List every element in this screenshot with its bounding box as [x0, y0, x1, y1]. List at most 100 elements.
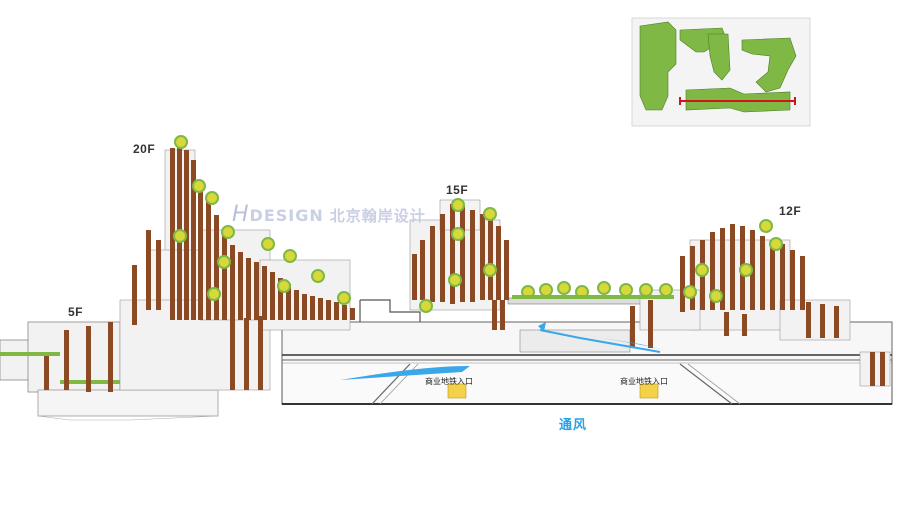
tree — [217, 255, 231, 269]
ventilation-airflow — [340, 322, 665, 380]
timber-fin — [156, 240, 161, 310]
timber-fin — [488, 220, 493, 300]
subway-entrance-door-right — [639, 383, 659, 399]
timber-fin — [720, 228, 725, 310]
timber-fin — [108, 322, 113, 392]
timber-fin — [680, 256, 685, 312]
floor-label-12f: 12F — [779, 204, 802, 218]
timber-fin — [132, 265, 137, 325]
watermark-letter: H — [232, 202, 250, 227]
timber-fin — [880, 352, 885, 386]
timber-fin — [294, 290, 299, 320]
block-5f — [0, 321, 219, 421]
tree — [221, 225, 235, 239]
subway-entrance-label-right: 商业地铁入口 — [620, 377, 668, 386]
podium-level — [281, 297, 893, 361]
timber-fin — [342, 305, 347, 320]
watermark-chinese: 北京翰岸设计 — [329, 207, 426, 225]
tree — [173, 229, 187, 243]
timber-fin — [480, 214, 485, 300]
timber-fin — [420, 240, 425, 300]
timber-fin — [470, 210, 475, 302]
tree — [277, 279, 291, 293]
timber-fin — [86, 326, 91, 392]
tree — [283, 249, 297, 263]
timber-fin — [191, 160, 196, 320]
timber-fin — [318, 298, 323, 320]
tree — [639, 283, 653, 297]
timber-fin — [222, 235, 227, 320]
timber-fin — [230, 320, 235, 390]
timber-fin — [310, 296, 315, 320]
tree — [539, 283, 553, 297]
timber-fin — [806, 302, 811, 338]
tree — [619, 283, 633, 297]
key-plan — [631, 17, 811, 127]
timber-fin — [800, 256, 805, 310]
timber-fin — [170, 148, 175, 320]
tree — [557, 281, 571, 295]
timber-fin — [460, 206, 465, 302]
timber-fin — [238, 252, 243, 320]
tree — [448, 273, 462, 287]
airflow-arrow-left — [340, 366, 470, 380]
timber-fin — [214, 215, 219, 320]
timber-fin — [790, 250, 795, 310]
tree — [451, 198, 465, 212]
tree — [451, 227, 465, 241]
rooftop-trees — [173, 135, 783, 313]
timber-fin — [760, 236, 765, 310]
timber-fin — [770, 240, 775, 310]
timber-fin — [334, 302, 339, 320]
tree — [659, 283, 673, 297]
tree — [597, 281, 611, 295]
tree — [683, 285, 697, 299]
timber-fin — [834, 306, 839, 338]
tree — [483, 207, 497, 221]
timber-fin — [326, 300, 331, 320]
tree — [192, 179, 206, 193]
tree — [695, 263, 709, 277]
timber-fin — [64, 330, 69, 390]
tree — [337, 291, 351, 305]
subway-entrance-label-left: 商业地铁入口 — [425, 377, 473, 386]
tree — [311, 269, 325, 283]
floor-label-5f: 5F — [68, 305, 84, 319]
timber-fin — [246, 258, 251, 320]
timber-fin — [262, 266, 267, 320]
timber-fin — [496, 226, 501, 300]
tree — [483, 263, 497, 277]
watermark-word: DESIGN — [249, 206, 324, 225]
timber-fin — [724, 312, 729, 336]
tree — [174, 135, 188, 149]
tree — [739, 263, 753, 277]
roof-garden-greenery — [512, 295, 674, 299]
tree — [419, 299, 433, 313]
timber-fin — [286, 284, 291, 320]
timber-fin — [244, 318, 249, 390]
timber-fin — [690, 246, 695, 310]
escalator-right — [679, 363, 733, 405]
tree — [261, 237, 275, 251]
key-plan-block-center — [707, 33, 731, 81]
timber-fin — [780, 244, 785, 310]
timber-fin — [730, 224, 735, 310]
timber-fin — [302, 294, 307, 320]
timber-fin — [430, 226, 435, 302]
tree — [759, 219, 773, 233]
timber-fin — [870, 352, 875, 386]
watermark-logo: HDESIGN 北京翰岸设计 — [232, 202, 426, 227]
tree — [205, 191, 219, 205]
timber-fin — [350, 308, 355, 320]
timber-fin — [440, 214, 445, 302]
timber-fin — [648, 300, 653, 348]
timber-fin — [450, 204, 455, 304]
tree — [769, 237, 783, 251]
subway-entrance-door-left — [447, 383, 467, 399]
timber-fin — [710, 232, 715, 310]
timber-fin — [198, 180, 203, 320]
timber-fin — [500, 300, 505, 330]
timber-fin — [412, 254, 417, 300]
floor-label-20f: 20F — [133, 142, 156, 156]
